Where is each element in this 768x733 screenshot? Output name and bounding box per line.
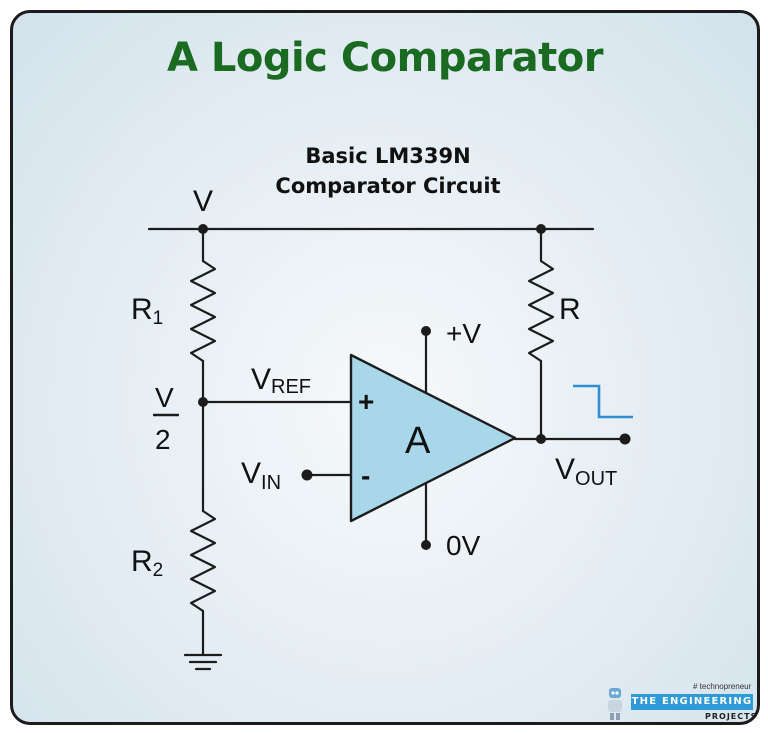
label-r2-main: R (131, 545, 153, 578)
minus-input-sign: - (361, 460, 370, 491)
label-plus-v: +V (446, 318, 481, 349)
robot-icon (608, 688, 622, 720)
resistor-r (527, 259, 555, 363)
subtitle-line-2: Comparator Circuit (275, 174, 501, 198)
label-zero-v: 0V (446, 530, 481, 561)
junction-dot-vref (198, 397, 208, 407)
terminal-zero-v (421, 540, 431, 550)
label-vout-sub: OUT (575, 468, 617, 490)
label-vout: VOUT (555, 453, 617, 490)
label-half-den: 2 (155, 424, 171, 455)
label-r1-main: R (131, 293, 153, 326)
label-r1: R1 (131, 293, 163, 329)
resistor-r2 (189, 509, 217, 613)
main-title: A Logic Comparator (166, 35, 604, 81)
junction-dot-output (536, 434, 546, 444)
junction-dot-r (536, 224, 546, 234)
label-vin: VIN (241, 457, 281, 494)
resistor-r1 (189, 259, 217, 363)
ground-symbol (183, 653, 223, 671)
engineering-projects-logo: # technopreneur THE ENGINEERING PROJECTS (605, 680, 758, 722)
label-r2: R2 (131, 545, 163, 581)
label-vref-sub: REF (271, 376, 311, 398)
terminal-vout (619, 433, 631, 445)
label-vref-main: V (251, 363, 271, 396)
amplifier-label: A (405, 420, 431, 462)
comparator-triangle (349, 353, 517, 523)
plus-input-sign: + (358, 386, 374, 417)
circuit-diagram: V R1 R2 V 2 VREF VIN VOUT +V 0V R + - A (131, 185, 633, 671)
circuit-subtitle: Basic LM339N Comparator Circuit (13, 141, 757, 201)
label-v-supply: V (193, 185, 213, 218)
output-waveform (573, 384, 633, 419)
logo-sub: PROJECTS (705, 712, 758, 721)
label-vout-main: V (555, 453, 575, 486)
junction-dot-v (198, 224, 208, 234)
diagram-frame: A Logic Comparator Basic LM339N Comparat… (10, 10, 760, 725)
logo-tagline: # technopreneur (693, 682, 752, 691)
label-r: R (559, 293, 581, 326)
terminal-plus-v (421, 326, 431, 336)
label-half-num: V (155, 382, 174, 413)
label-vin-sub: IN (261, 472, 281, 494)
label-vref: VREF (251, 363, 311, 398)
subtitle-line-1: Basic LM339N (305, 144, 471, 168)
label-r1-sub: 1 (153, 308, 164, 329)
logo-band: THE ENGINEERING (631, 694, 753, 710)
label-r2-sub: 2 (153, 560, 164, 581)
terminal-vin (301, 469, 313, 481)
label-vin-main: V (241, 457, 261, 490)
